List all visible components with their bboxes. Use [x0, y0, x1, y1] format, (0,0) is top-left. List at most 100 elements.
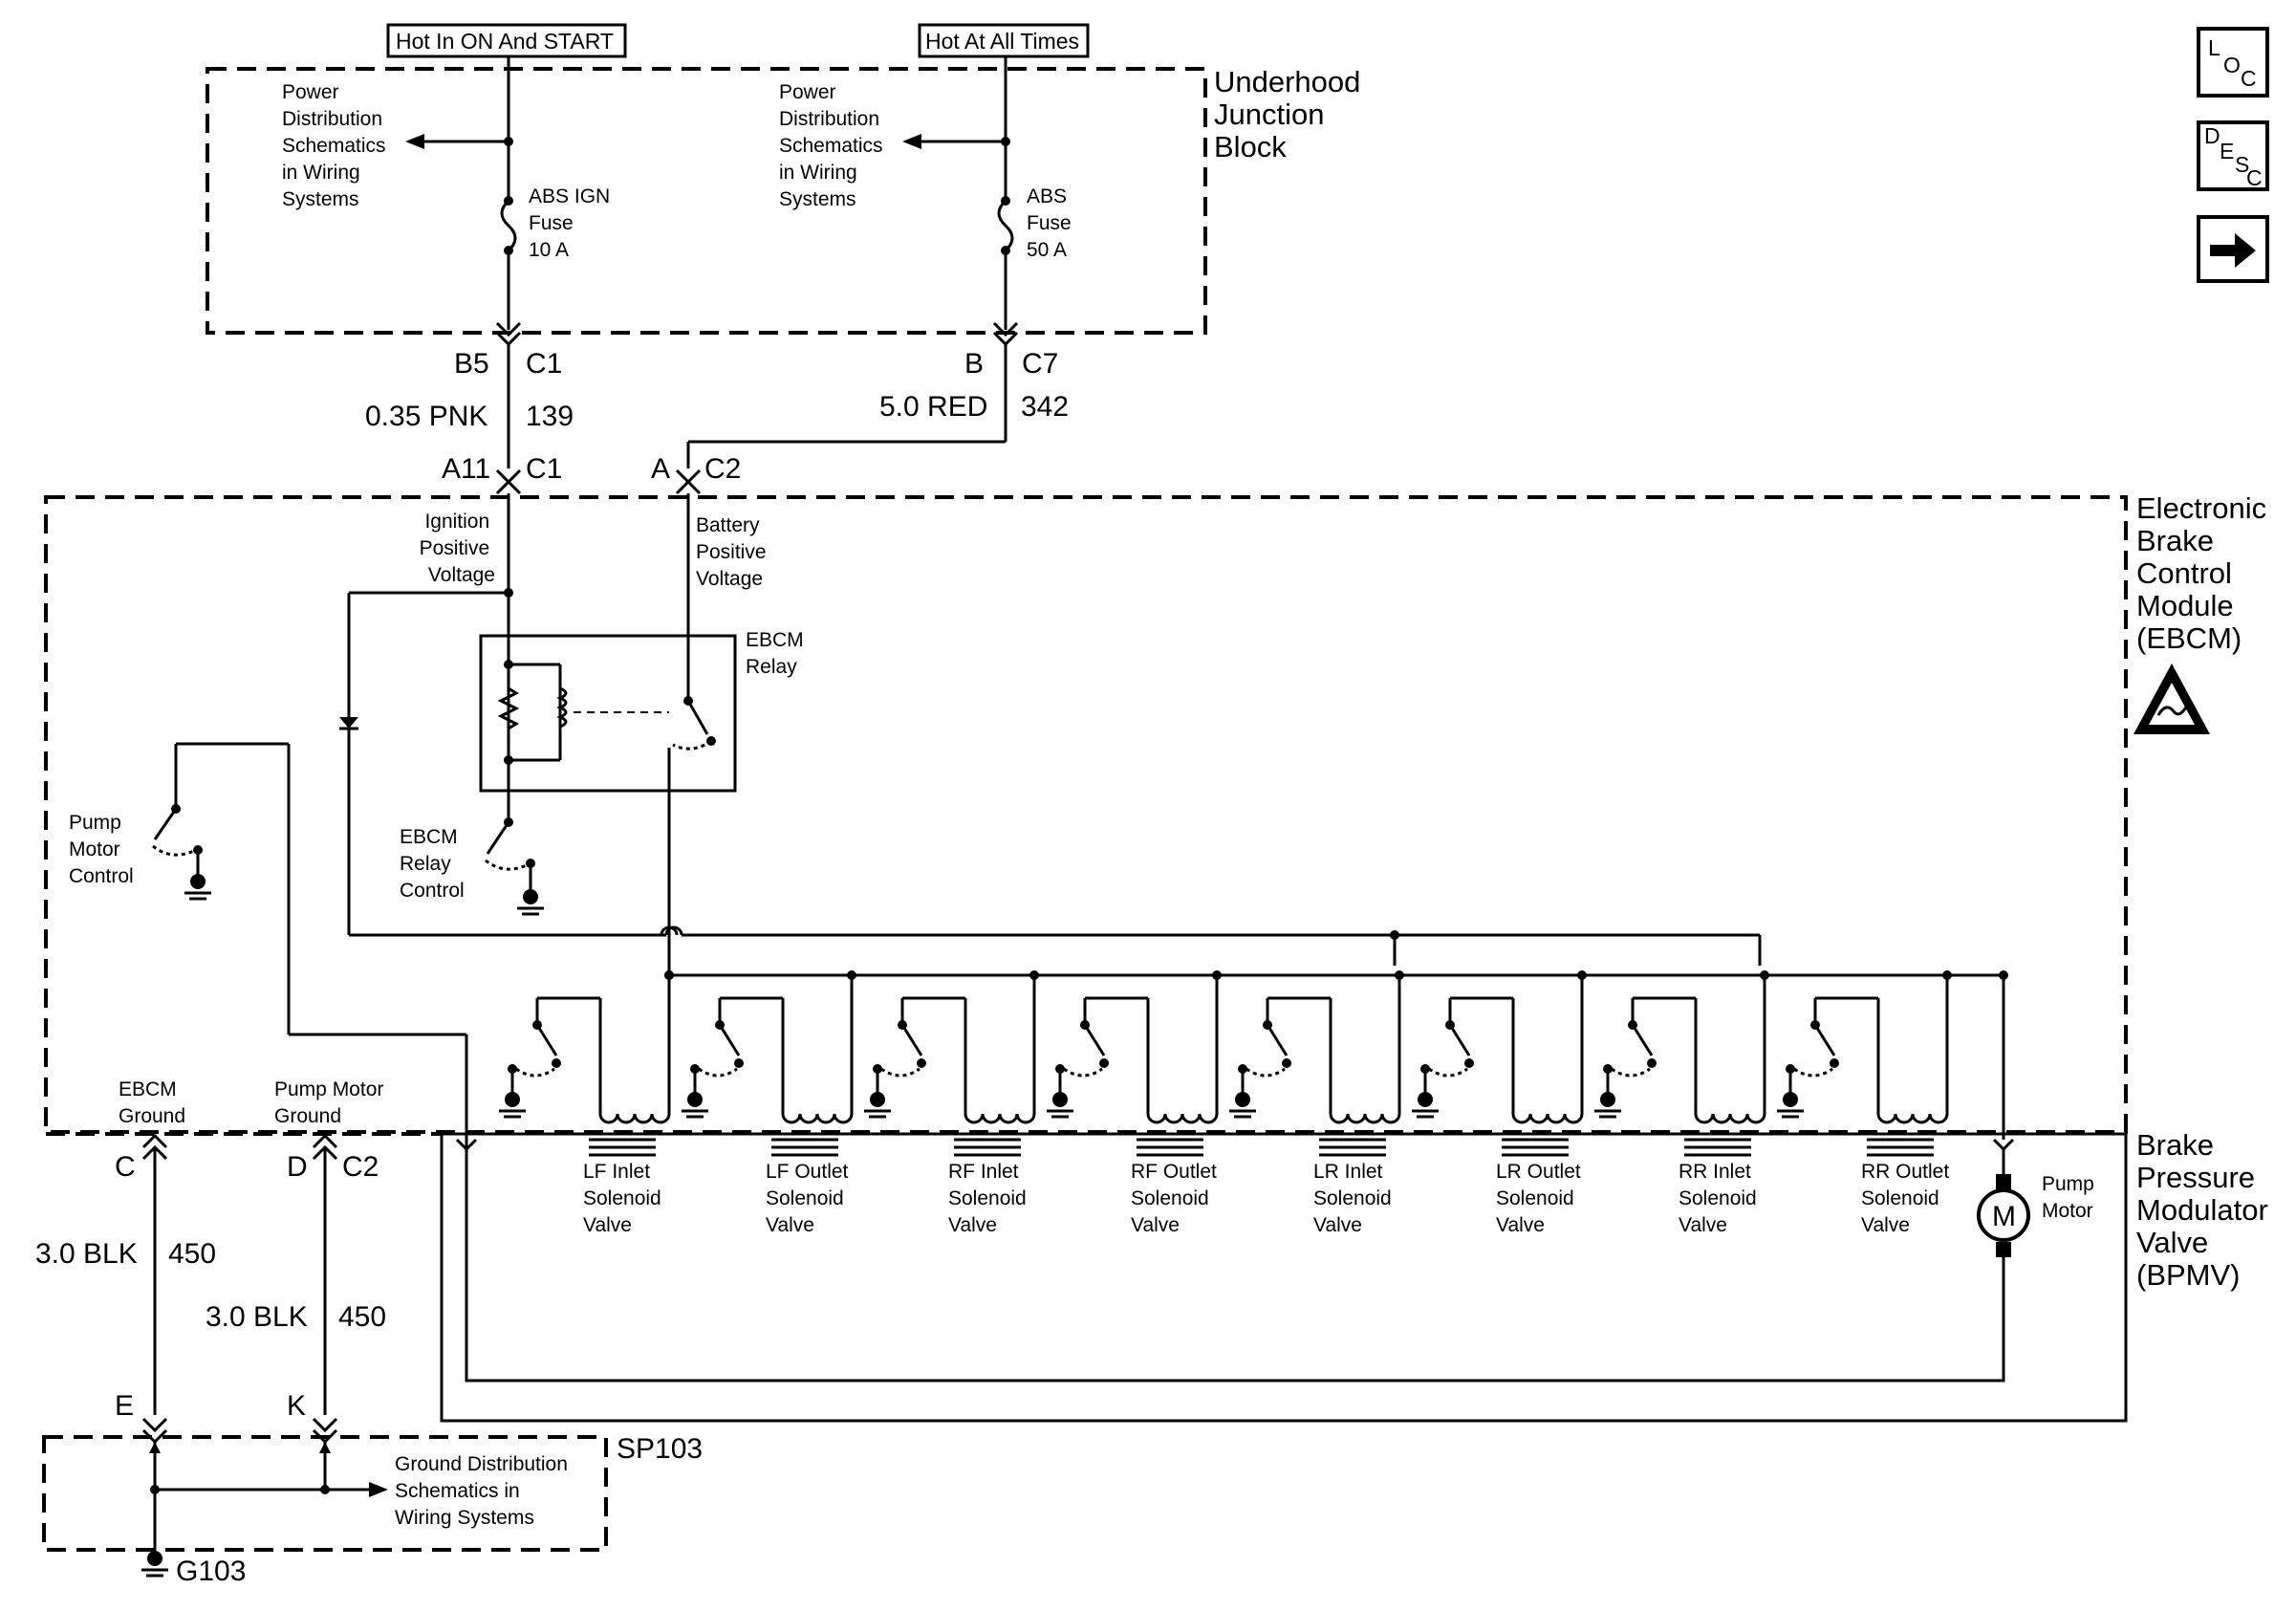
valve-driver-group	[499, 970, 1952, 1157]
next-button[interactable]	[2197, 215, 2269, 283]
wire-blk2-size: 3.0 BLK	[206, 1301, 308, 1333]
abs-ign-fuse-label: ABS IGN Fuse 10 A	[529, 185, 616, 261]
svg-text:L: L	[2208, 35, 2220, 60]
svg-text:C: C	[2241, 66, 2257, 91]
conn-d: D	[287, 1151, 308, 1183]
pump-motor-letter: M	[1992, 1201, 2016, 1232]
abs-fuse-label: ABS Fuse 50 A	[1027, 185, 1077, 261]
valve-driver-6	[1412, 970, 1587, 1157]
pds-left-text: Power Distribution Schematics in Wiring …	[282, 81, 391, 210]
ebcm-relay-label: EBCM Relay	[746, 629, 810, 678]
connector-a11-c1	[495, 468, 522, 495]
valve-driver-2	[682, 970, 856, 1157]
valve-ground-icon	[1052, 1092, 1068, 1107]
valve-ground-icon	[1600, 1092, 1615, 1107]
conn-c2-gnd: C2	[342, 1151, 379, 1183]
valve-ground-icon	[1783, 1092, 1798, 1107]
wire-red-size: 5.0 RED	[879, 391, 987, 423]
valve-ground-icon	[505, 1092, 520, 1107]
ignition-positive-voltage-label: Ignition Positive Voltage	[420, 511, 495, 586]
pump-motor-icon	[1977, 1174, 2030, 1257]
valve-driver-1	[499, 970, 674, 1157]
hot-in-on-start-box	[386, 23, 627, 58]
bpmv-outline	[440, 1132, 2128, 1423]
connector-a-c2	[675, 468, 702, 495]
conn-b: B	[964, 348, 984, 380]
hot-in-on-start-label: Hot In ON And START	[396, 29, 614, 54]
splice-sp103: SP103	[617, 1433, 703, 1465]
wire-blk1-size: 3.0 BLK	[35, 1238, 138, 1270]
valve-driver-5	[1229, 970, 1404, 1157]
hot-at-all-times-box	[918, 23, 1090, 58]
conn-c7: C7	[1022, 348, 1058, 380]
ebcm-relay-box	[479, 634, 737, 793]
bpmv-return-loop	[465, 1140, 2005, 1382]
conn-a11: A11	[442, 453, 490, 485]
loc-button[interactable]: L O C	[2197, 27, 2269, 98]
conn-c: C	[115, 1151, 136, 1183]
svg-text:D: D	[2204, 123, 2220, 148]
arrow-right-icon	[2210, 233, 2256, 268]
valve-driver-4	[1047, 970, 1222, 1157]
valve-ground-icon	[1418, 1092, 1433, 1107]
conn-k: K	[287, 1390, 306, 1422]
wire-pnk-circuit: 139	[526, 401, 574, 432]
pump-motor-control-label: Pump Motor Control	[69, 812, 134, 887]
ground-distribution-text: Ground Distribution Schematics in Wiring…	[395, 1453, 574, 1529]
ebcm-ground-label: EBCM Ground	[119, 1078, 185, 1127]
conn-c1-top: C1	[526, 348, 562, 380]
pump-motor-label: Pump Motor	[2042, 1173, 2100, 1222]
valve-ground-icon	[687, 1092, 703, 1107]
g103-ground-icon	[141, 1551, 168, 1578]
relay-coil-inductor	[556, 686, 568, 729]
valve-driver-7	[1594, 970, 1769, 1157]
pds-right-text: Power Distribution Schematics in Wiring …	[779, 81, 888, 210]
svg-text:S: S	[2235, 152, 2249, 177]
wire-pnk-size: 0.35 PNK	[365, 401, 487, 432]
pump-motor-ground-label: Pump Motor Ground	[274, 1078, 389, 1127]
gds-arrow	[369, 1482, 388, 1497]
wire-red-circuit: 342	[1021, 391, 1069, 423]
abs-ign-fuse-symbol	[500, 199, 517, 252]
wire-blk2-circuit: 450	[338, 1301, 386, 1333]
conn-a: A	[651, 453, 670, 485]
conn-e: E	[115, 1390, 134, 1422]
esd-warning-icon	[2134, 664, 2210, 734]
ground-g103: G103	[176, 1556, 246, 1587]
ujb-title: Underhood Junction Block	[1214, 65, 1369, 163]
hot-at-all-times-label: Hot At All Times	[925, 29, 1079, 54]
relay-coil-resistor	[497, 686, 520, 730]
pds-right-arrow	[902, 134, 921, 149]
relay-control-ground-icon	[517, 889, 544, 916]
pds-left-arrow	[405, 134, 424, 149]
valve-ground-icon	[870, 1092, 885, 1107]
conn-c1-ebcm: C1	[526, 453, 562, 485]
diode-arrow	[339, 717, 358, 729]
svg-text:E: E	[2220, 139, 2234, 163]
svg-text:C: C	[2246, 165, 2263, 190]
valve-driver-3	[864, 970, 1039, 1157]
ebcm-title: Electronic Brake Control Module (EBCM)	[2136, 491, 2275, 655]
bpmv-title: Brake Pressure Modulator Valve (BPMV)	[2136, 1128, 2276, 1292]
desc-button[interactable]: D E S C	[2197, 120, 2269, 191]
abs-fuse-symbol	[997, 199, 1014, 252]
battery-positive-voltage-label: Battery Positive Voltage	[696, 514, 771, 590]
sp103-outline	[42, 1435, 608, 1552]
ebcm-relay-control-label: EBCM Relay Control	[400, 826, 465, 902]
svg-text:O: O	[2223, 53, 2241, 77]
conn-b5: B5	[454, 348, 489, 380]
valve-ground-icon	[1235, 1092, 1250, 1107]
conn-c2-ebcm: C2	[704, 453, 741, 485]
valve-driver-8	[1777, 970, 1952, 1157]
pump-control-ground-icon	[184, 874, 211, 901]
